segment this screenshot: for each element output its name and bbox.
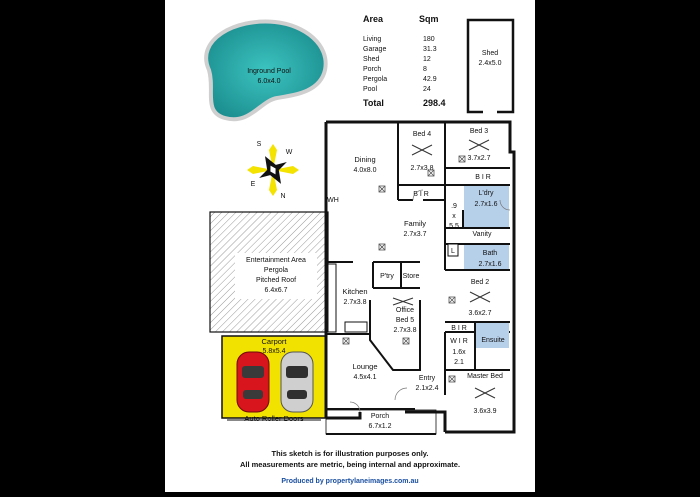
office-label: Office (396, 307, 414, 314)
laundry-fill (464, 186, 509, 211)
floorplan-sheet: Inground Pool 6.0x4.0 Area Sqm Living 18… (165, 0, 535, 492)
bed4-dims: 2.7x3.8 (411, 165, 434, 172)
shed-outline (466, 18, 515, 114)
wir-name: W I R (450, 338, 468, 345)
bed2-name: Bed 2 (471, 279, 489, 286)
kitchen-dims: 2.7x3.8 (344, 299, 367, 306)
vanity-name: Vanity (473, 231, 492, 238)
carport-doors: Auto Roller Doors (244, 414, 303, 423)
lounge-dims: 4.5x4.1 (354, 374, 377, 381)
lounge-name: Lounge (352, 362, 377, 371)
office-bed5: Bed 5 (396, 317, 414, 324)
hall-a: .9 (451, 203, 457, 210)
compass-west: W (286, 149, 293, 156)
kitchen-bench (327, 263, 337, 333)
house-outer-walls (324, 120, 516, 434)
hall-b: x (452, 213, 456, 220)
porch-dims: 6.7x1.2 (369, 423, 392, 430)
master-name: Master Bed (467, 373, 503, 380)
bath-fill (464, 245, 509, 269)
area-row-name: Living (363, 36, 381, 43)
compass-east: E (251, 181, 256, 188)
pool-shape (204, 19, 328, 122)
area-table-header-sqm: Sqm (419, 14, 439, 24)
area-total-value: 298.4 (423, 98, 446, 108)
interior-walls (326, 122, 510, 410)
credit-link[interactable]: Produced by propertylaneimages.com.au (281, 478, 418, 485)
store-label: Store (403, 273, 420, 280)
area-table-header-area: Area (363, 14, 384, 24)
porch-name: Porch (371, 413, 389, 420)
area-row-name: Porch (363, 66, 381, 73)
ceiling-fan-icons (392, 139, 496, 399)
bed4-name: Bed 4 (413, 131, 431, 138)
dining-name: Dining (354, 155, 375, 164)
car-red-icon (236, 351, 270, 413)
light-fixtures (342, 155, 466, 383)
area-row-name: Pergola (363, 76, 387, 83)
disclaimer-line-1: This sketch is for illustration purposes… (272, 449, 429, 458)
vanity-fill (464, 211, 509, 227)
family-dims: 2.7x3.7 (404, 231, 427, 238)
master-dims: 3.6x3.9 (474, 408, 497, 415)
kitchen-name: Kitchen (342, 287, 367, 296)
area-row-name: Pool (363, 86, 377, 93)
shed-dims: 2.4x5.0 (479, 60, 502, 67)
dining-dims: 4.0x8.0 (354, 167, 377, 174)
carport-dims: 5.8x5.4 (263, 348, 286, 355)
bed3-dims: 3.7x2.7 (468, 155, 491, 162)
area-row-value: 8 (423, 66, 427, 73)
bed2-dims: 3.6x2.7 (469, 310, 492, 317)
area-table: Area Sqm Living 180 Garage 31.3 Shed 12 … (363, 14, 446, 108)
entry-dims: 2.1x2.4 (416, 385, 439, 392)
entertainment-dims: 6.4x6.7 (265, 287, 288, 294)
pool-name: Inground Pool (247, 68, 291, 75)
hall-c: 5.5 (449, 223, 459, 230)
office-dims: 2.7x3.8 (394, 327, 417, 334)
compass-rose: S W E N (247, 141, 299, 200)
area-row-value: 31.3 (423, 46, 437, 53)
area-row-value: 180 (423, 36, 435, 43)
bir-bed4: B I R (413, 191, 429, 198)
floorplan-drawing: Inground Pool 6.0x4.0 Area Sqm Living 18… (204, 14, 516, 485)
bir-bed2: B I R (451, 325, 467, 332)
entertainment-pergola: Pergola (264, 267, 288, 274)
area-row-value: 24 (423, 86, 431, 93)
area-total-label: Total (363, 98, 384, 108)
ensuite-fill (476, 323, 509, 348)
area-row-name: Shed (363, 56, 379, 63)
door-swings (349, 189, 511, 413)
family-name: Family (404, 219, 426, 228)
pool-dims: 6.0x4.0 (258, 78, 281, 85)
pantry-label: P'try (380, 273, 394, 280)
carport-name: Carport (261, 337, 287, 346)
bath-name: Bath (483, 250, 498, 257)
car-silver-icon (280, 351, 314, 413)
area-row-value: 12 (423, 56, 431, 63)
linen-cupboard (447, 243, 459, 257)
area-row-value: 42.9 (423, 76, 437, 83)
entertainment-label: Entertainment Area (246, 257, 306, 264)
laundry-name: L'dry (479, 190, 494, 197)
compass-south: S (257, 141, 262, 148)
shed-name: Shed (482, 50, 498, 57)
laundry-dims: 2.7x1.6 (475, 201, 498, 208)
entry-name: Entry (419, 375, 436, 382)
bir-bed3: B I R (475, 174, 491, 181)
bed3-name: Bed 3 (470, 128, 488, 135)
ensuite-name: Ensuite (481, 337, 504, 344)
bath-dims: 2.7x1.6 (479, 261, 502, 268)
linen-label: L (451, 248, 455, 255)
disclaimer-line-2: All measurements are metric, being inter… (240, 460, 460, 469)
area-row-name: Garage (363, 46, 386, 53)
kitchen-cooktop (344, 321, 368, 333)
wir-b: 2.1 (454, 359, 464, 366)
compass-north: N (280, 193, 285, 200)
wh-label: WH (327, 197, 339, 204)
wir-a: 1.6x (452, 349, 466, 356)
entertainment-roof: Pitched Roof (256, 277, 296, 284)
